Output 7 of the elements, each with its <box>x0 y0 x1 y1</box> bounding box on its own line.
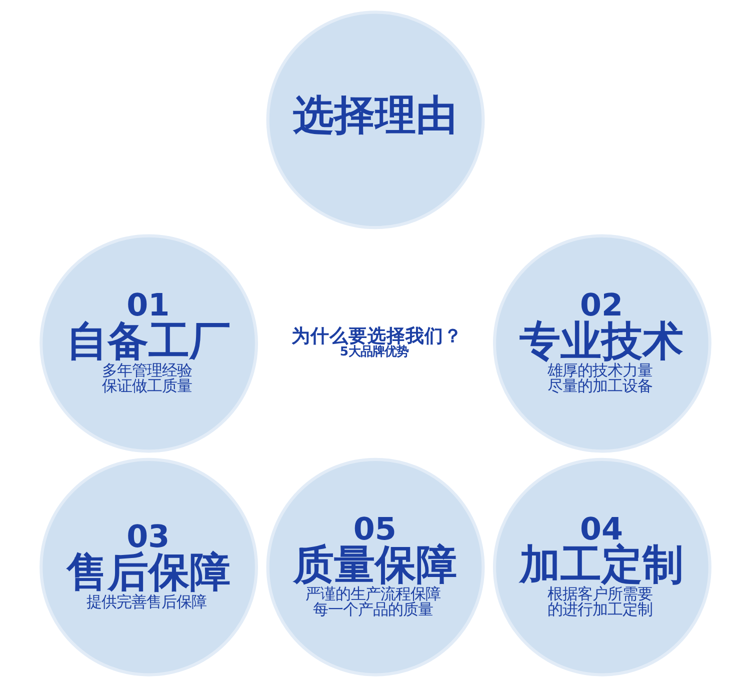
node-circle: 04 加工定制 根据客户所需要的进行加工定制 <box>492 458 711 676</box>
node-circle: 05 质量保障 严谨的生产流程保障每一个产品的质量 <box>266 458 484 676</box>
node-circle: 02 专业技术 雄厚的技术力量尽量的加工设备 <box>492 234 711 453</box>
node-circle: 03 售后保障 提供完善售后保障 <box>39 458 258 676</box>
label: 5大品牌优势 <box>339 344 408 358</box>
node-circle: 选择理由 <box>266 10 484 230</box>
node-circle: 01 自备工厂 多年管理经验保证做工质量 <box>39 234 258 453</box>
